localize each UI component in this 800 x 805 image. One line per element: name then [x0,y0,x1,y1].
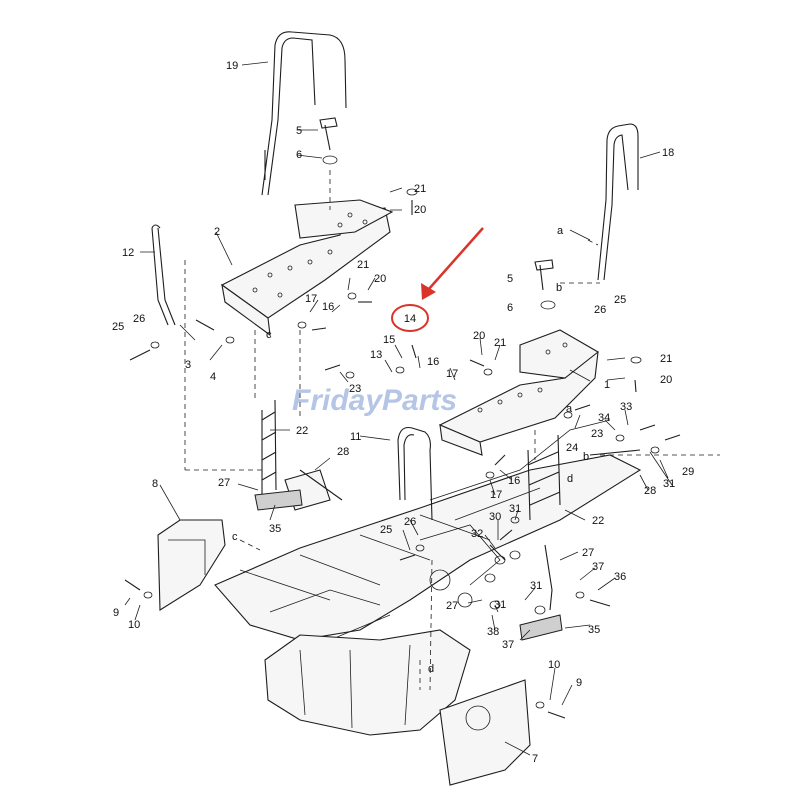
bracket-35-left [254,489,303,511]
callout-28b: 28 [644,485,656,497]
ladder-22-left [261,399,277,495]
floor-plate-2 [220,199,394,337]
callout-23b: 23 [591,428,603,440]
callout-30: 30 [489,511,501,523]
callout-4: 4 [210,371,216,383]
callout-13: 13 [370,349,382,361]
callout-20d: 20 [660,374,672,386]
chassis-frame [214,419,642,736]
cover-7 [439,679,531,786]
highlight-circle [391,304,429,332]
callout-27b: 27 [582,547,594,559]
callout-6b: 6 [507,302,513,314]
callout-7: 7 [532,753,538,765]
callout-18: 18 [662,147,674,159]
callout-21d: 21 [660,353,672,365]
callout-21c: 21 [494,337,506,349]
callout-5: 5 [296,125,302,137]
callout-38: 38 [487,626,499,638]
callout-21: 21 [414,183,426,195]
callout-23: 23 [349,383,361,395]
callout-20: 20 [414,204,426,216]
handrail-19 [261,31,347,196]
callout-20b: 20 [374,273,386,285]
callout-31b: 31 [509,503,521,515]
callout-28: 28 [337,446,349,458]
highlight-marker: 14 [391,227,484,332]
callout-c: c [266,329,272,341]
callout-26: 26 [133,313,145,325]
callout-37b: 37 [502,639,514,651]
callout-2: 2 [214,226,220,238]
handrail-12 [151,224,176,326]
callout-29: 29 [682,466,694,478]
callout-36: 36 [614,571,626,583]
callout-16b: 16 [427,356,439,368]
callout-33: 33 [620,401,632,413]
callout-22: 22 [296,425,308,437]
callout-19: 19 [226,60,238,72]
callout-37: 37 [592,561,604,573]
callout-21b: 21 [357,259,369,271]
callout-35b: 35 [588,624,600,636]
callout-9b: 9 [576,677,582,689]
bracket-35-right [519,614,563,641]
callout-17b: 17 [446,368,458,380]
callout-1: 1 [604,379,610,391]
callout-3: 3 [185,359,191,371]
callout-a: a [557,225,564,237]
callout-31: 31 [663,478,675,490]
handrail-27-right [544,544,553,611]
highlight-label: 14 [404,313,416,325]
callout-25c: 25 [614,294,626,306]
callout-34: 34 [598,412,610,424]
callout-9: 9 [113,607,119,619]
callout-25b: 25 [380,524,392,536]
floor-plate-1 [438,329,599,456]
ladder-22-right [527,434,561,521]
callout-b2: b [583,451,589,463]
callout-10: 10 [128,619,140,631]
handrail-18 [597,123,639,281]
callout-20c: 20 [473,330,485,342]
callout-26c: 26 [594,304,606,316]
callout-labels: 1 2 3 4 5 5 6 6 7 8 9 9 10 10 11 12 13 1… [112,60,694,765]
callout-8: 8 [152,478,158,490]
callout-17c: 17 [490,489,502,501]
watermark-text: FridayParts [292,384,457,417]
callout-15: 15 [383,334,395,346]
callout-16c: 16 [508,475,520,487]
callout-12: 12 [122,247,134,259]
highlight-arrow-head [421,283,436,300]
callout-25: 25 [112,321,124,333]
callout-c2: c [232,531,238,543]
highlight-arrow [427,227,484,291]
leader-lines [124,61,720,756]
callout-b: b [556,282,562,294]
callout-17: 17 [305,293,317,305]
callout-31d: 31 [494,599,506,611]
callout-a2: a [566,403,573,415]
link-bar-29 [589,449,641,456]
callout-26b: 26 [404,516,416,528]
callout-27c: 27 [446,600,458,612]
callout-32: 32 [471,528,483,540]
callout-27: 27 [218,477,230,489]
handrail-11 [397,426,433,521]
callout-10b: 10 [548,659,560,671]
plate-8 [157,519,226,611]
callout-d: d [567,473,573,485]
callout-35: 35 [269,523,281,535]
callout-22b: 22 [592,515,604,527]
callout-5b: 5 [507,273,513,285]
callout-31c: 31 [530,580,542,592]
callout-11: 11 [350,431,361,443]
callout-24: 24 [566,442,578,454]
bolts [124,117,681,719]
callout-d2: d [428,663,434,675]
callout-16: 16 [322,301,334,313]
callout-6: 6 [296,149,302,161]
